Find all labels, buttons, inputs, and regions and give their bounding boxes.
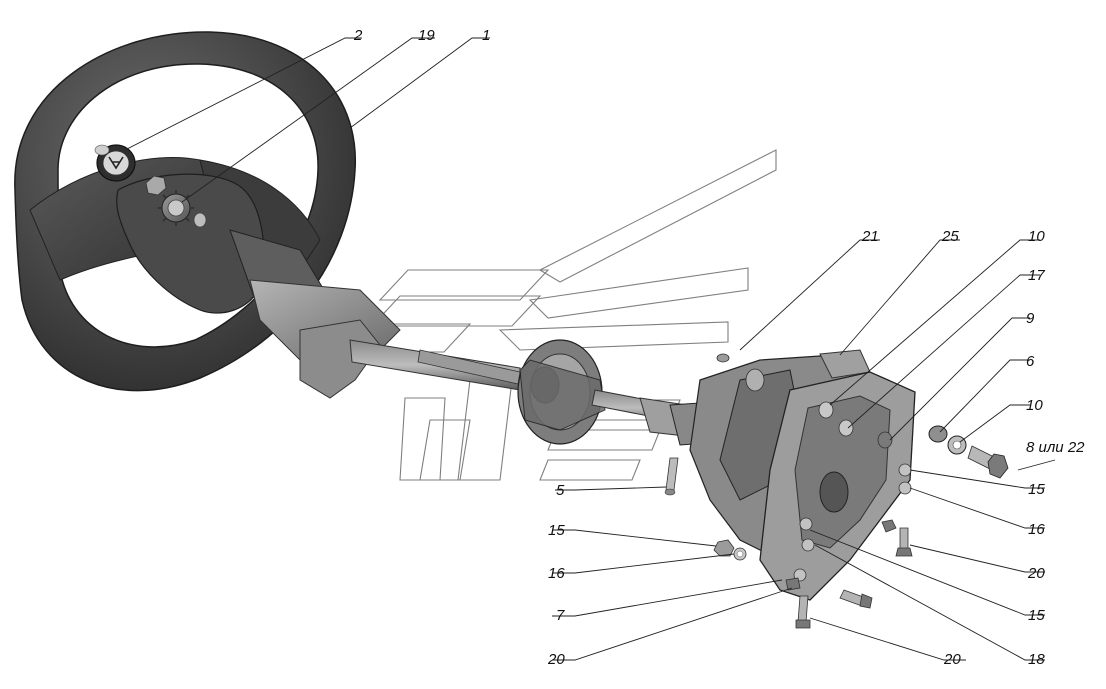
leader-lines	[124, 37, 1056, 661]
callout-15-left: 15	[548, 522, 565, 539]
bolt-5	[664, 457, 679, 496]
nut-15-left	[713, 539, 735, 557]
bolt-20-lower	[797, 595, 809, 623]
callout-15-lower: 15	[1028, 607, 1045, 624]
callout-17: 17	[1028, 267, 1045, 284]
hub-nut	[145, 175, 167, 196]
fasteners	[713, 425, 1009, 629]
callout-20-bottom: 20	[943, 651, 961, 668]
callout-20-right: 20	[1027, 565, 1045, 582]
callout-21: 21	[861, 228, 879, 245]
logo-watermark	[362, 149, 777, 481]
callout-7: 7	[556, 607, 565, 624]
callout-16-right: 16	[1028, 521, 1045, 538]
callout-2: 2	[353, 27, 363, 44]
callout-8-or-22: 8 или 22	[1026, 439, 1085, 456]
washer-21	[716, 353, 730, 363]
callout-10-top: 10	[1028, 228, 1045, 245]
universal-joint	[517, 339, 606, 445]
callout-16-left: 16	[548, 565, 565, 582]
callout-5: 5	[556, 482, 565, 499]
callout-labels: 2 19 1 21 25 10 17 9 6 10 8 или 22 15 16…	[353, 27, 1085, 668]
steering-column	[249, 279, 521, 399]
callout-6: 6	[1026, 353, 1035, 370]
callout-10-mid: 10	[1026, 397, 1043, 414]
washer-6	[928, 425, 948, 443]
callout-1: 1	[482, 27, 490, 44]
callout-18: 18	[1028, 651, 1045, 668]
callout-20-left: 20	[547, 651, 565, 668]
mounting-bracket	[759, 371, 916, 601]
callout-19: 19	[418, 27, 435, 44]
callout-15-right: 15	[1028, 481, 1045, 498]
callout-25: 25	[941, 228, 959, 245]
horn-button	[94, 144, 136, 182]
callout-9: 9	[1026, 310, 1035, 327]
